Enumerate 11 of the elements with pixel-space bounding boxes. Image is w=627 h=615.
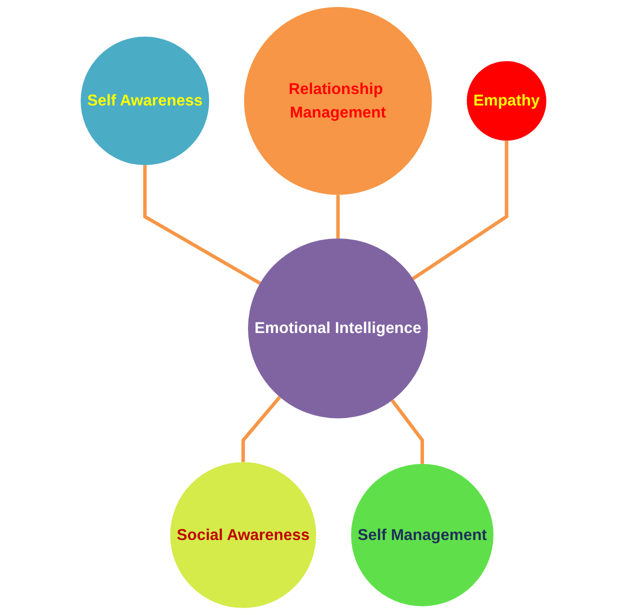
connector	[336, 194, 340, 238]
node-circle: Emotional Intelligence	[248, 238, 428, 418]
node-circle: Empathy	[466, 61, 546, 141]
node-circle: Self Management	[351, 464, 494, 606]
connector	[143, 165, 261, 285]
node-circle: Social Awareness	[170, 462, 316, 608]
connector	[412, 140, 508, 280]
connector	[390, 399, 424, 464]
node-circle: Self Awareness	[80, 36, 210, 166]
connector	[241, 396, 282, 462]
node-circle: Relationship Management	[244, 6, 432, 195]
